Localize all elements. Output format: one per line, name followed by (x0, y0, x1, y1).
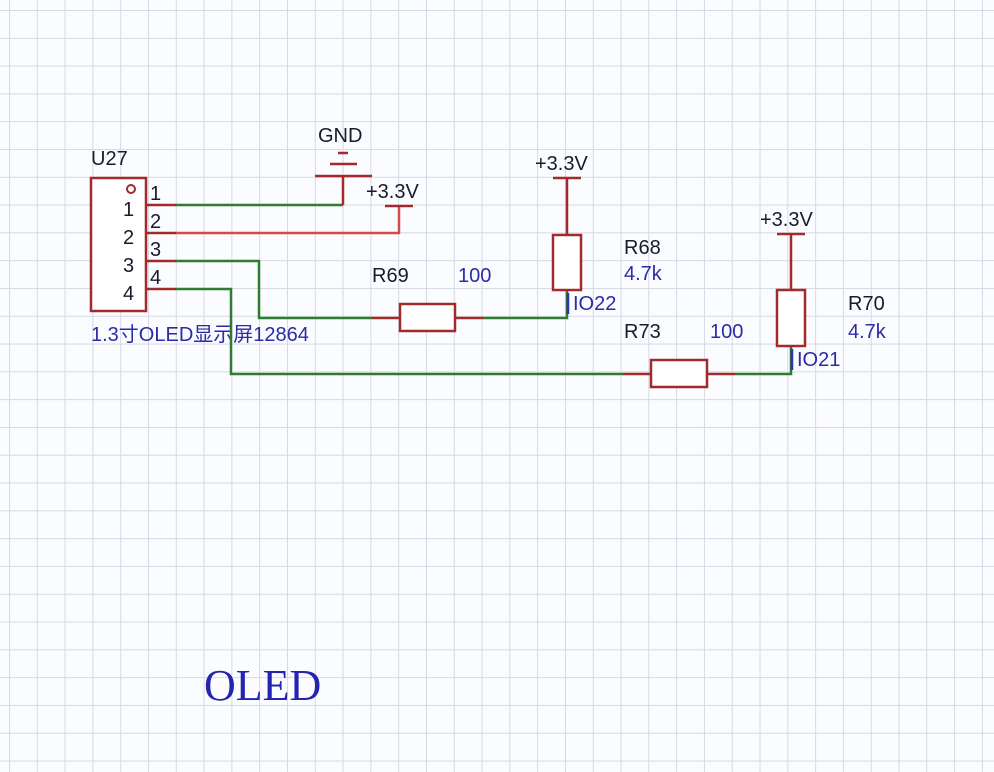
wire-scl[interactable] (176, 259, 372, 320)
wire-sda[interactable] (176, 287, 623, 376)
net-label-io22: IO22 (573, 293, 616, 315)
pin-number: 2 (150, 211, 161, 233)
net-label-io21: IO21 (797, 349, 840, 371)
r69-designator: R69 (372, 265, 409, 287)
pin-inner-label: 2 (123, 227, 134, 249)
connector-u27[interactable]: U27 1 2 3 4 1 2 3 4 1.3寸OLED显示屏12864 (89, 148, 309, 346)
sheet-title: OLED (204, 661, 321, 710)
pin-inner-label: 3 (123, 255, 134, 277)
resistor-r69[interactable] (398, 302, 457, 333)
r73-value: 100 (710, 321, 743, 343)
wire-vcc[interactable] (176, 206, 401, 235)
resistor-r70[interactable] (775, 288, 807, 348)
pin-number: 3 (150, 239, 161, 261)
vcc-label-r68: +3.3V (535, 153, 588, 175)
vcc-label-pin2: +3.3V (366, 181, 419, 203)
r68-value: 4.7k (624, 263, 663, 285)
pin-inner-label: 1 (123, 199, 134, 221)
connector-body (89, 176, 148, 313)
r73-designator: R73 (624, 321, 661, 343)
r68-designator: R68 (624, 237, 661, 259)
connector-description: 1.3寸OLED显示屏12864 (91, 323, 309, 346)
pin-number: 1 (150, 183, 161, 205)
r70-designator: R70 (848, 293, 885, 315)
wire-io22[interactable] (483, 290, 569, 320)
r69-value: 100 (458, 265, 491, 287)
pin-number: 4 (150, 267, 161, 289)
resistor-r68[interactable] (551, 233, 583, 292)
r70-value: 4.7k (848, 321, 887, 343)
pin1-marker-icon (126, 184, 136, 194)
resistor-r73[interactable] (649, 358, 709, 389)
vcc-label-r70: +3.3V (760, 209, 813, 231)
gnd-label: GND (318, 125, 362, 147)
gnd-symbol-icon (315, 151, 372, 205)
wire-io21[interactable] (735, 346, 793, 376)
pin-inner-label: 4 (123, 283, 134, 305)
connector-designator: U27 (91, 148, 128, 170)
